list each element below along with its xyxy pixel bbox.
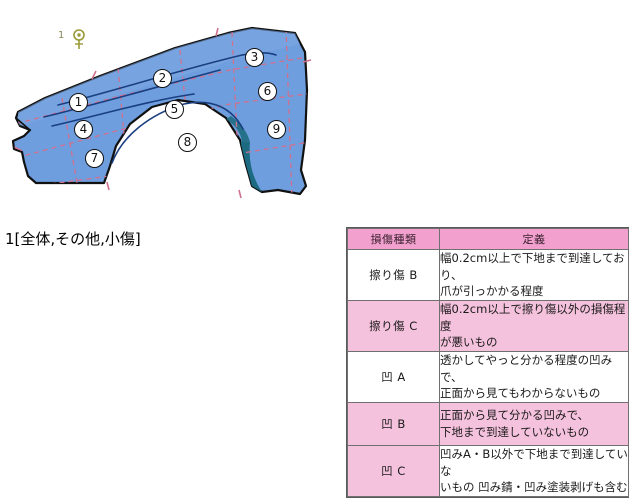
- damage-kind-cell: 凹 A: [347, 351, 440, 404]
- fender-front-notch: [12, 117, 32, 153]
- damage-kind-cell: 擦り傷 B: [347, 248, 440, 302]
- zone-badge-2[interactable]: 2: [153, 69, 172, 88]
- damage-definition-cell: 透かしてやっと分かる程度の凹みで、 正面から見てもわからないもの: [439, 351, 629, 404]
- damage-kind-cell: 擦り傷 C: [347, 300, 440, 353]
- column-header-damage-kind: 損傷種類: [347, 228, 440, 250]
- fender-diagram: 1 1 2 3 4 5 6 7 8 9: [0, 0, 340, 220]
- zone-badge-5[interactable]: 5: [165, 100, 184, 119]
- zone-badge-4[interactable]: 4: [74, 120, 93, 139]
- wheel-arch-shadow: [226, 116, 262, 192]
- view-direction-pin-icon: [73, 29, 85, 49]
- diagram-caption: 1[全体,その他,小傷]: [5, 230, 141, 248]
- view-marker-number: 1: [58, 30, 65, 41]
- table-header-row: 損傷種類 定義: [347, 228, 629, 250]
- damage-definition-cell: 幅0.2cm以上で下地まで到達しており、 爪が引っかかる程度: [439, 248, 629, 302]
- damage-definition-cell: 幅0.2cm以上で擦り傷以外の損傷程度 が悪いもの: [439, 300, 629, 353]
- damage-kind-cell: 凹 C: [347, 445, 440, 498]
- damage-definition-cell: 正面から見て分かる凹みで、 下地まで到達していないもの: [439, 402, 629, 447]
- zone-badge-7[interactable]: 7: [85, 149, 104, 168]
- damage-definition-cell: 凹みA・B以外で下地まで到達していな いもの 凹み錆・凹み塗装剥げも含む: [439, 445, 629, 498]
- zone-badge-3[interactable]: 3: [245, 48, 264, 67]
- body-crease-lines: [43, 52, 277, 164]
- zone-badge-9[interactable]: 9: [267, 120, 286, 139]
- grid-ticks: [13, 27, 312, 199]
- zone-badge-1[interactable]: 1: [69, 93, 88, 112]
- view-direction-marker: 1: [58, 28, 104, 54]
- zone-badge-8[interactable]: 8: [178, 133, 197, 152]
- zone-badge-6[interactable]: 6: [258, 82, 277, 101]
- damage-kind-cell: 凹 B: [347, 402, 440, 447]
- column-header-definition: 定義: [439, 228, 629, 250]
